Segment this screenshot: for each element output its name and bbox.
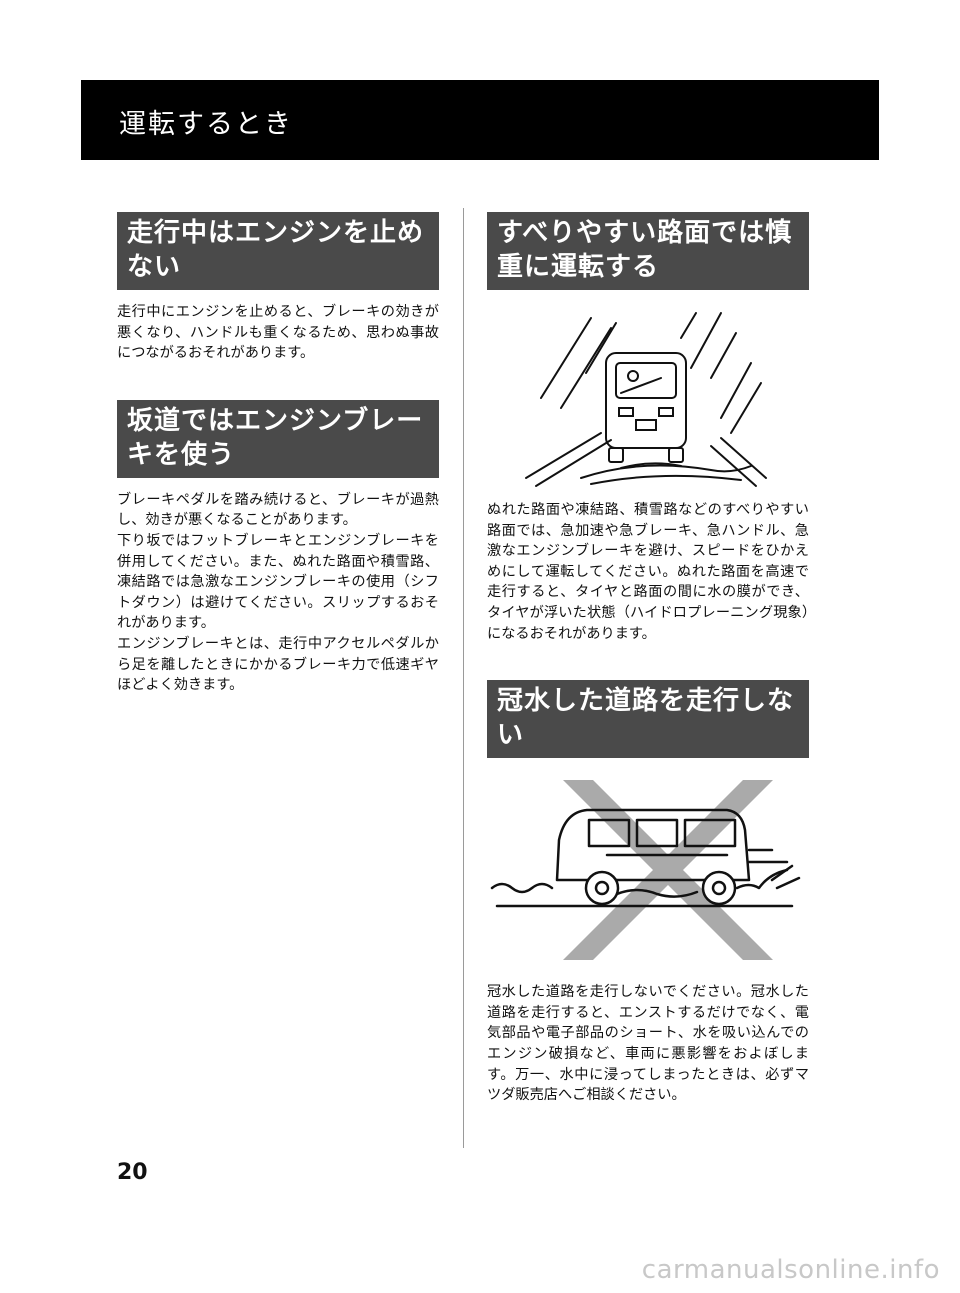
paragraph: ブレーキペダルを踏み続けると、ブレーキが過熱し、効きが悪くなることがあります。	[117, 491, 439, 529]
section-body-engine-stop: 走行中にエンジンを止めると、ブレーキの効きが悪くなり、ハンドルも重くなるため、思…	[117, 302, 439, 364]
section-heading-engine-brake: 坂道ではエンジンブレーキを使う	[117, 399, 439, 478]
watermark: carmanualsonline.info	[641, 1255, 940, 1285]
section-body-flooded-road: 冠水した道路を走行しないでください。冠水した道路を走行すると、エンストするだけで…	[487, 982, 809, 1106]
paragraph: 下り坂ではフットブレーキとエンジンブレーキを併用してください。また、ぬれた路面や…	[117, 532, 439, 632]
paragraph: ぬれた路面や凍結路、積雪路などのすべりやすい路面では、急加速や急ブレーキ、急ハン…	[487, 502, 809, 642]
flooded-road-prohibited-illustration	[490, 780, 801, 961]
page-number: 20	[117, 1160, 148, 1185]
paragraph: 走行中にエンジンを止めると、ブレーキの効きが悪くなり、ハンドルも重くなるため、思…	[117, 304, 439, 362]
column-divider	[463, 208, 464, 1148]
page-header: 運転するとき	[81, 80, 879, 160]
right-column: すべりやすい路面では慎重に運転する	[487, 212, 809, 1106]
left-column: 走行中はエンジンを止めない 走行中にエンジンを止めると、ブレーキの効きが悪くなり…	[117, 212, 439, 696]
section-heading-slippery-road: すべりやすい路面では慎重に運転する	[487, 212, 809, 290]
page-title: 運転するとき	[119, 109, 293, 140]
paragraph: エンジンブレーキとは、走行中アクセルペダルから足を離したときにかかるブレーキ力で…	[117, 635, 439, 694]
paragraph: 冠水した道路を走行しないでください。冠水した道路を走行すると、エンストするだけで…	[487, 984, 809, 1104]
section-body-slippery-road: ぬれた路面や凍結路、積雪路などのすべりやすい路面では、急加速や急ブレーキ、急ハン…	[487, 500, 809, 644]
section-heading-flooded-road: 冠水した道路を走行しない	[487, 680, 809, 759]
slippery-road-car-illustration	[525, 312, 767, 487]
section-body-engine-brake: ブレーキペダルを踏み続けると、ブレーキが過熱し、効きが悪くなることがあります。 …	[117, 490, 439, 696]
section-heading-engine-stop: 走行中はエンジンを止めない	[117, 212, 439, 290]
